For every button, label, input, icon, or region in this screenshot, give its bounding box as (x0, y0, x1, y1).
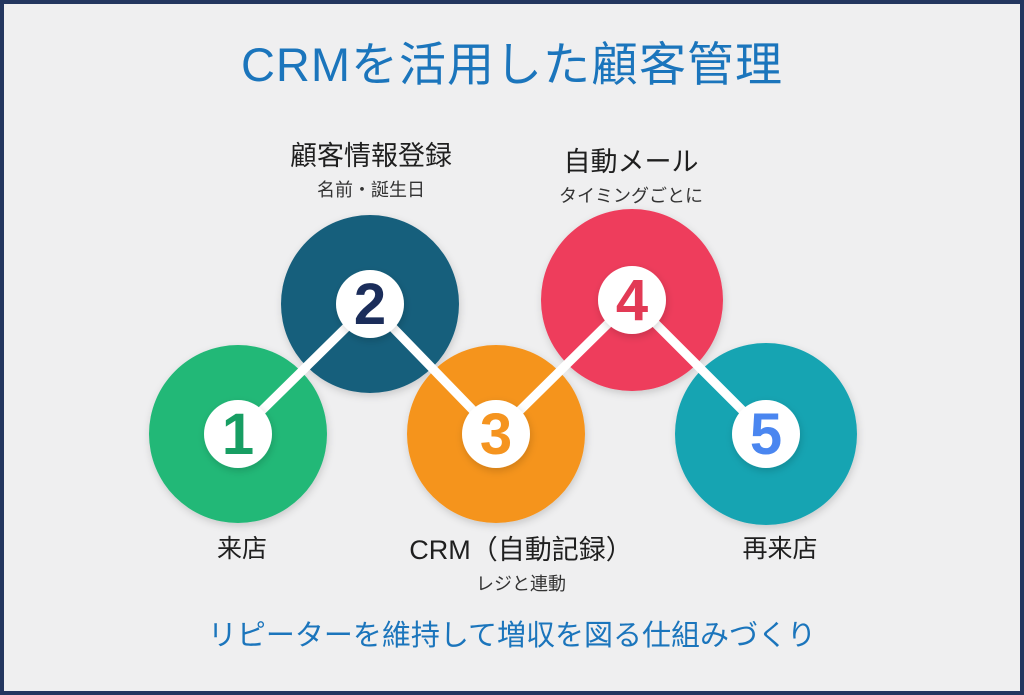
step-2-label: 顧客情報登録 (290, 141, 452, 171)
step-3-number: 3 (480, 402, 512, 467)
step-2-sublabel: 名前・誕生日 (317, 180, 425, 201)
step-4-sublabel: タイミングごとに (559, 186, 703, 207)
footer-tagline: リピーターを維持して増収を図る仕組みづくり (207, 620, 817, 652)
step-2-label-group: 顧客情報登録 名前・誕生日 (211, 140, 531, 202)
step-1-label-group: 来店 (82, 534, 402, 564)
page-title: CRMを活用した顧客管理 (240, 38, 784, 91)
step-4-label: 自動メール (563, 147, 699, 177)
step-2-number: 2 (354, 272, 386, 337)
step-3-label: CRM（自動記録） (409, 535, 633, 565)
step-5-badge (732, 400, 800, 468)
step-1-number: 1 (222, 402, 254, 467)
step-3-badge (462, 400, 530, 468)
step-2-badge (336, 270, 404, 338)
step-4-badge (598, 266, 666, 334)
step-5-label: 再来店 (742, 535, 818, 563)
step-3-sublabel: レジと連動 (476, 574, 566, 595)
step-1-label: 来店 (216, 535, 267, 563)
step-5-label-group: 再来店 (620, 534, 940, 564)
step-3-label-group: CRM（自動記録） レジと連動 (361, 534, 681, 596)
step-4-number: 4 (616, 268, 648, 333)
step-5-number: 5 (750, 402, 782, 467)
process-diagram: 1 2 3 4 5 (149, 209, 857, 525)
step-1-badge (204, 400, 272, 468)
step-4-label-group: 自動メール タイミングごとに (471, 146, 791, 208)
